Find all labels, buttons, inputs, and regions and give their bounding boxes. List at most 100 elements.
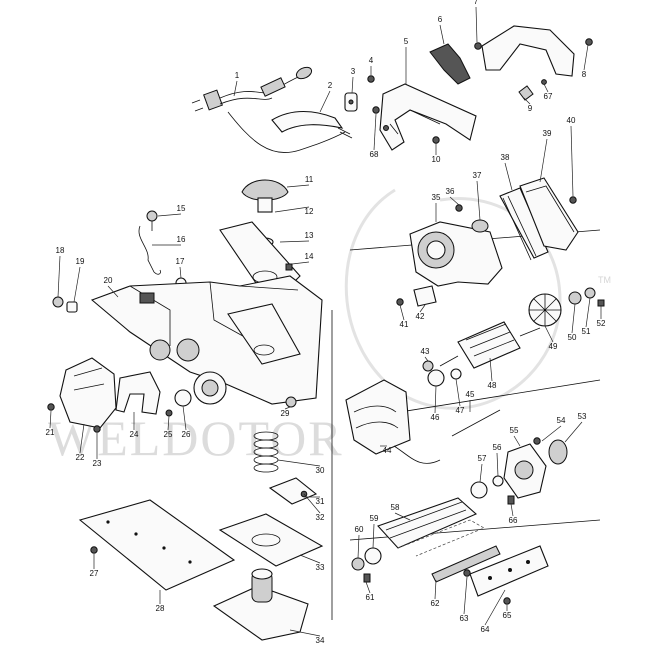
part-label-11: 11 [305, 175, 314, 184]
leader-line-29 [284, 406, 291, 410]
leader-line-15 [157, 213, 182, 217]
part-label-23: 23 [93, 459, 102, 468]
field-coil [345, 379, 441, 464]
handle-screw-68 [372, 106, 380, 114]
cutter-drum [377, 497, 485, 557]
part-label-18: 18 [56, 246, 65, 255]
pulley-37 [471, 219, 489, 233]
bearing-50 [568, 291, 582, 305]
plate-42 [413, 285, 437, 307]
switch-trigger [429, 43, 471, 85]
leader-line-21 [49, 410, 52, 429]
cooling-fan [528, 293, 562, 327]
part-label-51: 51 [582, 327, 591, 336]
leader-line-36 [449, 196, 460, 206]
part-label-45: 45 [466, 390, 475, 399]
leader-line-17 [179, 266, 182, 279]
part-label-31: 31 [316, 497, 325, 506]
part-label-27: 27 [90, 569, 99, 578]
leader-line-42 [419, 304, 426, 313]
part-label-24: 24 [130, 430, 139, 439]
nut-19 [66, 301, 78, 313]
watermark-tm: TM [598, 275, 611, 285]
leader-line-47 [455, 378, 461, 407]
part-label-13: 13 [305, 231, 314, 240]
part-label-22: 22 [76, 453, 85, 462]
part-label-55: 55 [510, 426, 519, 435]
depth-spring [253, 431, 279, 473]
screw-36 [455, 204, 463, 212]
leader-line-41 [399, 304, 405, 321]
clamp-screw [367, 75, 375, 83]
screw-15 [146, 210, 158, 222]
part-label-64: 64 [481, 625, 490, 634]
leader-line-48 [489, 357, 493, 382]
pulley-53 [548, 439, 568, 465]
part-label-48: 48 [488, 381, 497, 390]
part-label-21: 21 [46, 428, 55, 437]
part-label-60: 60 [355, 525, 364, 534]
screw-54 [533, 437, 541, 445]
leader-line-6 [439, 24, 445, 45]
leader-line-3 [351, 76, 354, 94]
power-cord [191, 66, 346, 153]
part-label-57: 57 [478, 454, 487, 463]
leader-line-14 [291, 261, 310, 265]
leader-line-2 [319, 90, 331, 113]
leader-line-20 [107, 285, 119, 298]
bearing-46 [427, 369, 445, 387]
switch-screw [474, 42, 482, 50]
leader-line-26 [182, 405, 187, 431]
leader-line-18 [57, 255, 61, 298]
leader-line-33 [299, 554, 321, 564]
leader-line-56 [496, 452, 499, 477]
handle-cover [481, 25, 575, 77]
part-label-10: 10 [432, 155, 441, 164]
leader-line-66 [510, 503, 514, 517]
screw-40 [569, 196, 577, 204]
leader-line-51 [585, 297, 591, 328]
washer-26 [174, 389, 192, 407]
leader-lines [49, 6, 602, 637]
part-label-29: 29 [281, 409, 290, 418]
part-label-7: 7 [474, 0, 479, 6]
pin-52 [597, 299, 605, 307]
leader-line-32 [303, 493, 321, 514]
leader-line-30 [277, 459, 321, 467]
part-label-8: 8 [582, 70, 587, 79]
screw-27 [90, 546, 98, 554]
bearing-60 [351, 557, 365, 571]
part-label-30: 30 [316, 466, 325, 475]
bearing-59 [364, 547, 382, 565]
rear-handle [379, 83, 477, 151]
part-label-59: 59 [370, 514, 379, 523]
part-label-54: 54 [557, 416, 566, 425]
part-label-52: 52 [597, 319, 606, 328]
spring-wire [138, 225, 161, 275]
handle-screw-10 [432, 136, 440, 144]
part-label-44: 44 [383, 446, 392, 455]
part-label-17: 17 [176, 257, 185, 266]
belt-cover [519, 177, 579, 251]
washer-47 [450, 368, 462, 380]
bearing-56 [492, 475, 504, 487]
part-29 [285, 396, 297, 408]
part-label-15: 15 [177, 204, 186, 213]
key-66 [507, 495, 515, 505]
leader-line-37 [476, 180, 481, 221]
leader-line-9 [523, 97, 531, 105]
part-label-1: 1 [235, 71, 240, 80]
part-label-36: 36 [446, 187, 455, 196]
leader-line-63 [463, 576, 468, 615]
front-grip [115, 371, 161, 415]
part-label-46: 46 [431, 413, 440, 422]
leader-line-68 [373, 113, 377, 151]
part-label-34: 34 [316, 636, 325, 645]
cover-screw [585, 38, 593, 46]
side-cover [59, 357, 117, 429]
part-label-37: 37 [473, 171, 482, 180]
part-label-58: 58 [391, 503, 400, 512]
part-label-68: 68 [370, 150, 379, 159]
part-label-5: 5 [404, 37, 409, 46]
part-label-16: 16 [177, 235, 186, 244]
